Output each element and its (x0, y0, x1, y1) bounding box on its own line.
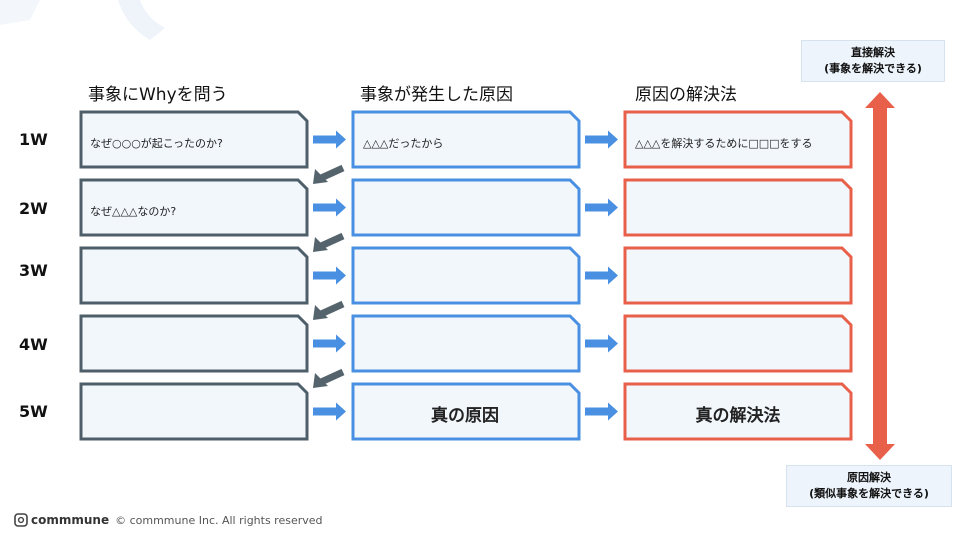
background-decoration (0, 0, 165, 40)
down-left-arrow-1 (313, 164, 345, 184)
right-arrow-4-2 (585, 334, 618, 353)
down-left-arrow-head-1 (313, 169, 328, 184)
row-label-2: 2W (19, 199, 48, 218)
row-label-1: 1W (19, 130, 48, 149)
why-box-3 (79, 246, 309, 305)
right-arrow-1-2 (585, 130, 618, 149)
root-cause-solution-title: 原因解決 (847, 471, 891, 484)
solution-box-4 (623, 314, 853, 373)
right-arrow-2-1 (313, 198, 346, 217)
why-box-1 (79, 110, 309, 169)
right-arrow-4-1 (313, 334, 346, 353)
down-left-arrow-3 (313, 300, 345, 320)
row-label-5: 5W (19, 402, 48, 421)
down-left-arrow-head-3 (313, 305, 328, 320)
solution-box-3 (623, 246, 853, 305)
header-why: 事象にWhyを問う (88, 85, 228, 105)
header-cause: 事象が発生した原因 (360, 85, 513, 105)
solution-text-1: △△△を解決するために□□□をする (635, 137, 813, 150)
cause-box-4 (351, 314, 581, 373)
row-label-3: 3W (19, 261, 48, 280)
root-cause-solution-subtitle: (類似事象を解決できる) (809, 487, 929, 500)
cause-box-1 (351, 110, 581, 169)
down-left-arrow-4 (313, 368, 345, 388)
direct-solution-subtitle: (事象を解決できる) (824, 62, 922, 75)
why-box-5 (79, 382, 309, 441)
solution-box-5 (623, 382, 853, 441)
direct-solution-title: 直接解決 (851, 46, 895, 59)
solution-box-1 (623, 110, 853, 169)
right-arrow-1-1 (313, 130, 346, 149)
row-label-4: 4W (19, 335, 48, 354)
cause-text-5: 真の原因 (431, 406, 499, 426)
why-box-2 (79, 178, 309, 237)
right-arrow-3-1 (313, 266, 346, 285)
vertical-double-arrow (865, 92, 895, 460)
root-cause-solution-label: 原因解決 (類似事象を解決できる) (786, 465, 952, 507)
footer: commmune © commmune Inc. All rights rese… (14, 513, 323, 527)
why-box-4 (79, 314, 309, 373)
header-solution: 原因の解決法 (635, 85, 737, 105)
cause-box-3 (351, 246, 581, 305)
cause-box-2 (351, 178, 581, 237)
right-arrow-3-2 (585, 266, 618, 285)
solution-box-2 (623, 178, 853, 237)
solution-text-5: 真の解決法 (695, 406, 781, 426)
down-left-arrow-shaft-4 (319, 368, 345, 386)
down-left-arrow-shaft-3 (319, 300, 345, 318)
cause-box-5 (351, 382, 581, 441)
down-left-arrow-head-4 (313, 373, 328, 388)
direct-solution-label: 直接解決 (事象を解決できる) (801, 40, 945, 82)
right-arrow-5-1 (313, 402, 346, 421)
down-left-arrow-shaft-2 (319, 232, 345, 250)
down-left-arrow-head-2 (313, 237, 328, 252)
right-arrow-2-2 (585, 198, 618, 217)
commmune-logo-icon (14, 513, 28, 527)
right-arrow-5-2 (585, 402, 618, 421)
down-left-arrow-2 (313, 232, 345, 252)
footer-logo: commmune (31, 513, 110, 527)
cause-text-1: △△△だったから (363, 137, 444, 150)
why-text-1: なぜ○○○が起こったのか? (90, 137, 223, 150)
down-left-arrow-shaft-1 (319, 164, 345, 182)
footer-copyright: © commmune Inc. All rights reserved (115, 513, 323, 527)
why-text-2: なぜ△△△なのか? (90, 205, 177, 218)
